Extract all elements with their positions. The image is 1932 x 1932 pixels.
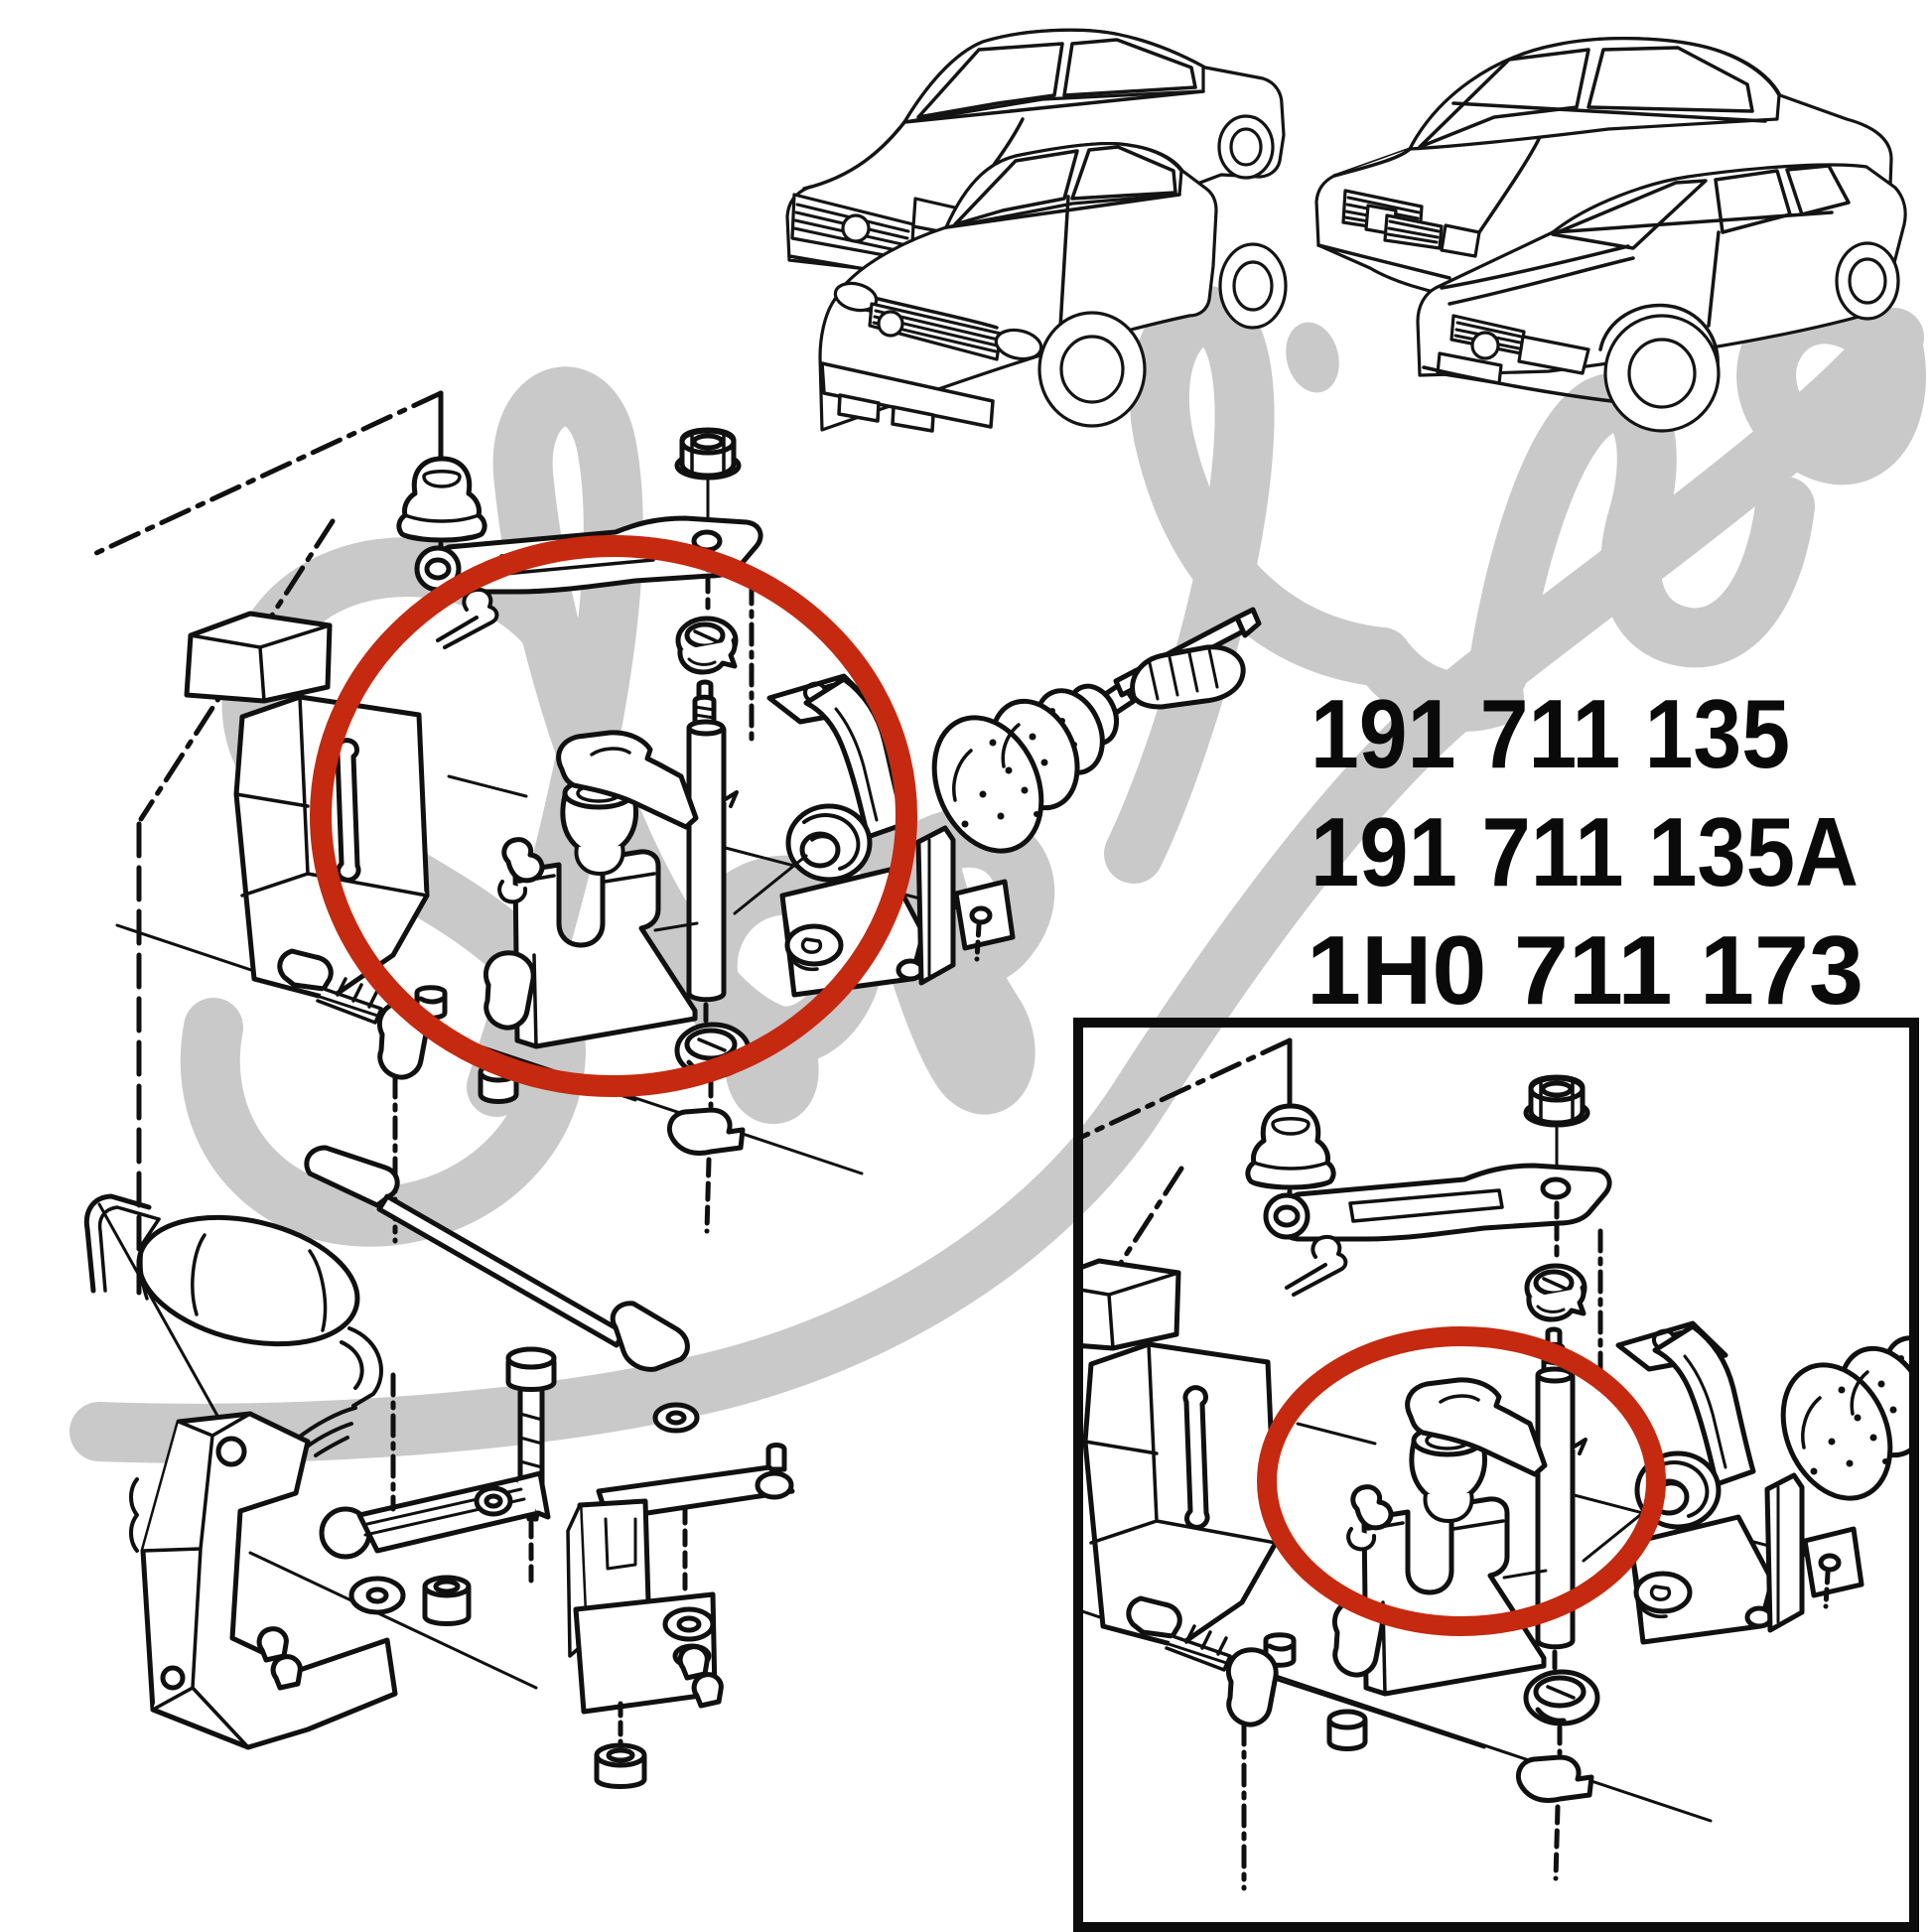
svg-text:191 711 135: 191 711 135 (1311, 679, 1790, 788)
svg-text:1H0 711 173: 1H0 711 173 (1307, 915, 1863, 1025)
svg-text:191 711 135A: 191 711 135A (1311, 797, 1859, 906)
